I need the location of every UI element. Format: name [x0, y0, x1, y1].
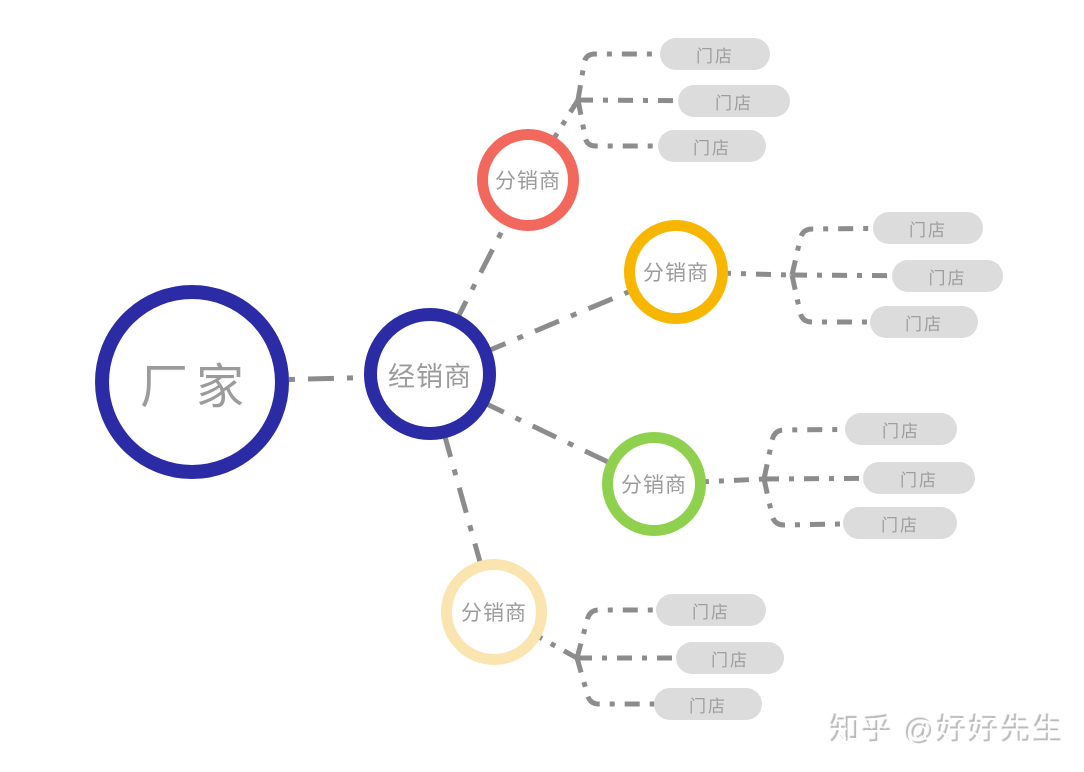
- store-pill-label: 门店: [689, 696, 727, 716]
- distributor-node-4: 分销商: [441, 559, 547, 665]
- store-pill-label: 门店: [693, 138, 731, 158]
- distributor-node-1-label: 分销商: [495, 170, 561, 193]
- store-pill: 门店: [654, 688, 762, 720]
- store-pill: 门店: [845, 413, 957, 445]
- dealer-node-label: 经销商: [388, 361, 472, 392]
- branch-distributor-4-store-3: [574, 657, 708, 707]
- branch-distributor-2-store-3: [789, 274, 924, 325]
- branch-distributor-2-store-1: [789, 225, 929, 276]
- store-pill-label: 门店: [928, 268, 967, 288]
- branch-distributor-3-store-1: [761, 426, 902, 480]
- store-pill-label: 门店: [909, 220, 947, 240]
- store-pill-label: 门店: [696, 46, 734, 66]
- store-pill: 门店: [678, 85, 790, 117]
- branch-distributor-1-store-1: [575, 51, 714, 101]
- store-pill: 门店: [892, 260, 1003, 292]
- branch-stub-distributor-3: [653, 476, 765, 487]
- store-pill-label: 门店: [882, 421, 920, 441]
- store-pill-label: 门店: [715, 93, 753, 113]
- store-pill-label: 门店: [692, 602, 730, 622]
- factory-node: 厂家: [95, 285, 289, 479]
- store-pill: 门店: [658, 130, 766, 162]
- store-pill-label: 门店: [881, 515, 919, 535]
- store-pill: 门店: [656, 594, 766, 626]
- branch-distributor-4-store-1: [574, 607, 711, 659]
- store-pill: 门店: [660, 38, 770, 70]
- factory-node-label: 厂家: [139, 361, 252, 414]
- branch-distributor-3-store-3: [761, 478, 901, 528]
- store-pill-label: 门店: [900, 470, 938, 490]
- distributor-node-2: 分销商: [624, 220, 728, 324]
- store-pill-label: 门店: [905, 314, 943, 334]
- branch-distributor-1-store-3: [575, 99, 713, 149]
- store-pill: 门店: [676, 642, 784, 674]
- store-pill: 门店: [843, 507, 957, 539]
- store-pill: 门店: [873, 212, 983, 244]
- zhihu-watermark: 知乎 @好好先生: [831, 715, 1066, 748]
- distributor-node-3: 分销商: [602, 432, 706, 536]
- store-pill: 门店: [870, 306, 978, 338]
- store-pill-label: 门店: [711, 650, 749, 670]
- distributor-node-4-label: 分销商: [461, 602, 527, 625]
- distributor-node-2-label: 分销商: [643, 262, 709, 285]
- distributor-node-3-label: 分销商: [621, 474, 687, 497]
- store-pill: 门店: [863, 462, 975, 494]
- distributor-node-1: 分销商: [477, 129, 579, 231]
- dealer-node: 经销商: [364, 308, 496, 440]
